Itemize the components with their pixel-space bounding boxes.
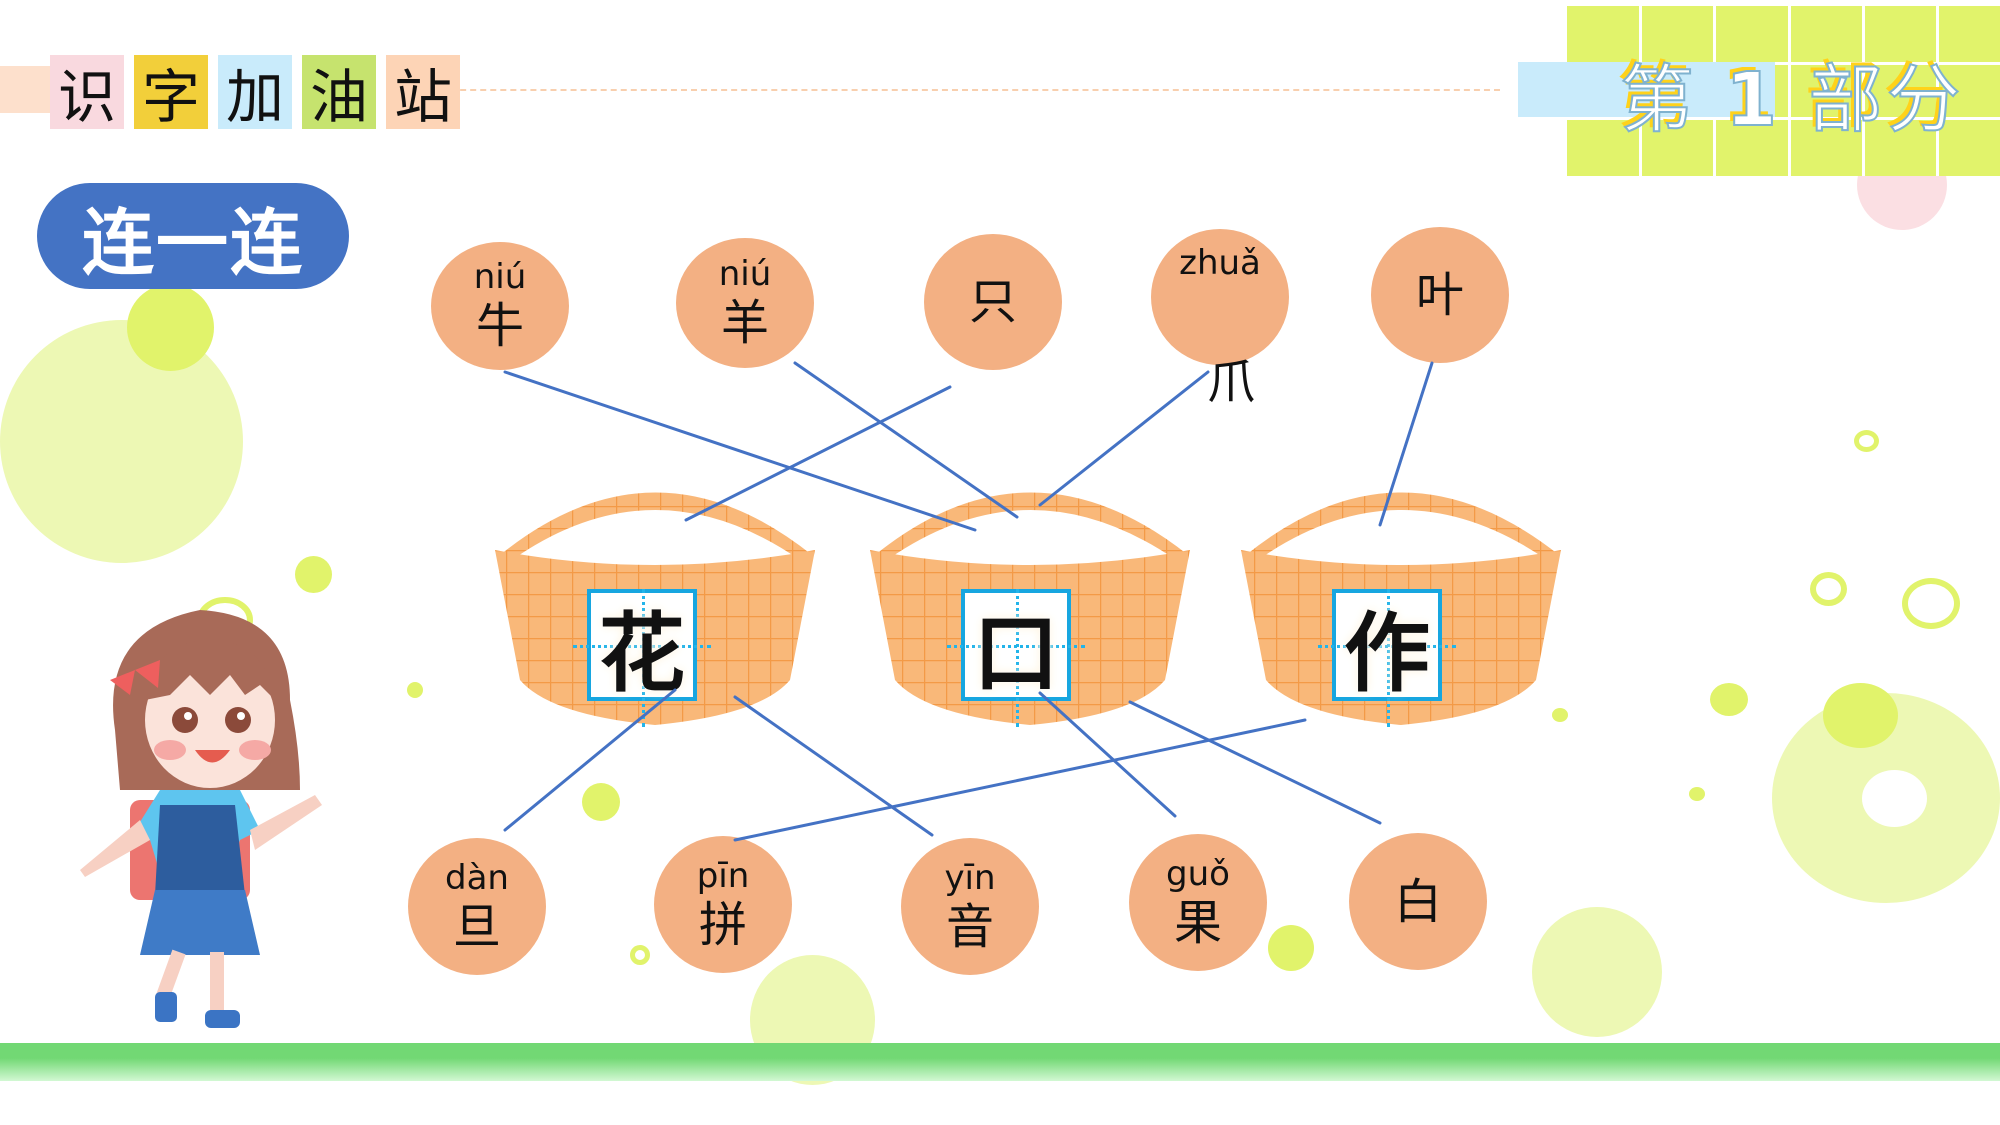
hanzi: 只	[968, 274, 1017, 330]
title-char: 站	[386, 55, 460, 131]
pinyin: pīn	[696, 855, 750, 896]
girl-illustration	[80, 597, 322, 1028]
decor-dot	[1268, 925, 1314, 971]
hanzi: 爪	[1207, 354, 1256, 410]
word-bubble-top[interactable]: zhuǎ	[1151, 229, 1289, 365]
pinyin: zhuǎ	[1179, 243, 1261, 283]
decor-dot	[1552, 708, 1568, 722]
title-char: 字	[134, 55, 208, 131]
pinyin: guǒ	[1166, 853, 1230, 894]
basket-char-box: 花	[573, 589, 711, 727]
decor-hole	[1862, 770, 1927, 827]
basket-char-box: 口	[947, 589, 1085, 727]
word-bubble-top[interactable]: niú 羊	[676, 238, 814, 368]
word-bubble-top[interactable]: 只	[924, 234, 1062, 370]
decor-dot	[295, 556, 332, 593]
decor-dot	[1689, 787, 1705, 801]
word-bubble-bottom[interactable]: yīn 音	[901, 838, 1039, 975]
decor-dot	[407, 682, 423, 698]
word-bubble-bottom[interactable]: dàn 旦	[408, 838, 546, 975]
pinyin: dàn	[445, 857, 509, 898]
section-title: 识 字 加 油 站	[50, 55, 460, 131]
word-bubble-bottom[interactable]: guǒ 果	[1129, 834, 1267, 971]
hanzi: 拼	[698, 896, 747, 953]
hanzi: 白	[1393, 873, 1442, 930]
decor-ring	[1902, 578, 1960, 629]
guide-line	[1387, 589, 1390, 727]
hanzi: 叶	[1415, 267, 1464, 323]
basket-char-box: 作	[1318, 589, 1456, 727]
activity-label: 连一连	[37, 183, 349, 289]
hanzi: 旦	[452, 898, 501, 955]
decor-circle-small-left	[127, 284, 214, 371]
title-char: 油	[302, 55, 376, 131]
hanzi: 音	[945, 898, 994, 955]
word-bubble-bottom[interactable]: pīn 拼	[654, 836, 792, 973]
decor-dot	[1823, 683, 1898, 748]
decor-circle-bottom-right	[1532, 907, 1662, 1037]
basket-char: 口	[973, 602, 1059, 704]
word-bubble-bottom[interactable]: 白	[1349, 833, 1487, 970]
basket-char: 作	[1344, 602, 1430, 704]
grid-line	[1567, 62, 2000, 65]
hanzi: 牛	[475, 298, 524, 354]
part-suffix: 部分	[1808, 56, 1965, 144]
pinyin: niú	[473, 257, 527, 297]
decor-dot	[1710, 683, 1748, 716]
title-char: 加	[218, 55, 292, 131]
part-accent-band	[1518, 62, 1775, 117]
pinyin: yīn	[944, 857, 996, 898]
part-number: 1	[1725, 56, 1782, 144]
word-bubble-top[interactable]: 叶	[1371, 227, 1509, 363]
hanzi: 羊	[720, 295, 769, 351]
part-prefix: 第	[1619, 56, 1698, 144]
decor-ring	[1854, 430, 1879, 452]
decor-ring	[630, 945, 650, 965]
title-divider	[420, 89, 1500, 91]
decor-ring	[1810, 572, 1847, 606]
title-char: 识	[50, 55, 124, 131]
guide-line	[1016, 589, 1019, 727]
decor-circle-large-left	[0, 320, 243, 563]
guide-line	[642, 589, 645, 727]
grid-line	[1567, 117, 2000, 120]
basket-char: 花	[599, 602, 685, 704]
word-bubble-top[interactable]: niú 牛	[431, 242, 569, 370]
part-title: 第 1 部分	[1619, 40, 1965, 147]
grid-line	[1936, 6, 1939, 176]
hanzi: 果	[1173, 894, 1222, 951]
ground-stripe	[0, 1043, 2000, 1081]
pinyin: niú	[718, 254, 772, 294]
grid-line	[1788, 6, 1791, 176]
grid-line	[1862, 6, 1865, 176]
